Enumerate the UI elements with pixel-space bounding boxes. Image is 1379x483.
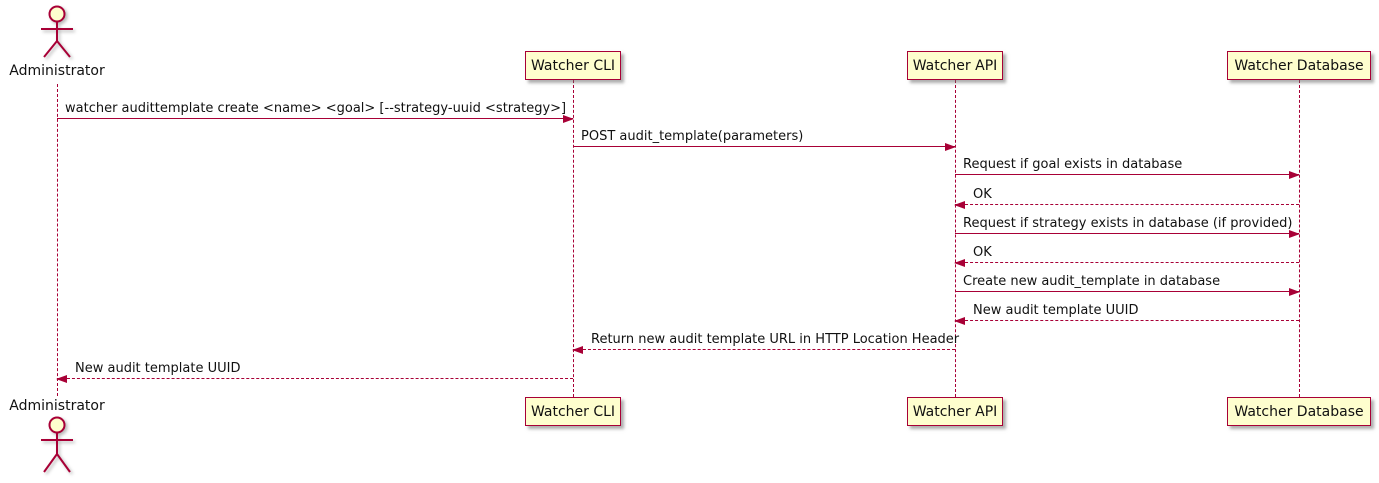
message-label: New audit template UUID [75, 361, 241, 376]
message-label: POST audit_template(parameters) [581, 129, 804, 144]
actor-label: Administrator [9, 398, 105, 414]
message-line [954, 259, 1299, 267]
arrowhead-icon [1289, 230, 1300, 238]
message-post-audit-template: POST audit_template(parameters) [573, 125, 956, 151]
lifeline-watcher-api [955, 80, 956, 397]
arrowhead-icon [1289, 288, 1300, 296]
message-create-audittemplate: watcher audittemplate create <name> <goa… [57, 97, 574, 123]
message-create-audit-template-db: Create new audit_template in database [955, 270, 1300, 296]
participant-watcher-api-top: Watcher API [907, 51, 1003, 80]
message-line [954, 201, 1299, 209]
participant-watcher-cli-top: Watcher CLI [525, 51, 621, 80]
lifeline-watcher-cli [573, 80, 574, 397]
message-ok-strategy: OK [954, 241, 1299, 267]
participant-label: Watcher CLI [530, 57, 616, 74]
actor-administrator-top: Administrator [8, 5, 106, 79]
message-label: Request if strategy exists in database (… [963, 216, 1293, 231]
arrowhead-icon [572, 346, 583, 354]
message-label: Return new audit template URL in HTTP Lo… [591, 332, 960, 347]
lifeline-watcher-database [1299, 80, 1300, 397]
message-ok-goal: OK [954, 183, 1299, 209]
participant-label: Watcher Database [1234, 403, 1364, 420]
arrowhead-icon [945, 143, 956, 151]
message-request-goal-exists: Request if goal exists in database [955, 153, 1300, 179]
message-new-audit-template-uuid-user: New audit template UUID [56, 357, 573, 383]
participant-label: Watcher CLI [530, 403, 616, 420]
participant-label: Watcher API [912, 57, 998, 74]
arrowhead-icon [954, 317, 965, 325]
actor-icon [41, 416, 73, 473]
message-line [56, 375, 573, 383]
message-label: watcher audittemplate create <name> <goa… [65, 101, 567, 116]
participant-watcher-cli-bottom: Watcher CLI [525, 397, 621, 426]
message-label: Create new audit_template in database [963, 274, 1221, 289]
message-label: OK [973, 187, 992, 202]
arrowhead-icon [954, 201, 965, 209]
message-line [572, 346, 955, 354]
message-line [573, 143, 956, 151]
message-line [955, 171, 1300, 179]
actor-label: Administrator [9, 63, 105, 79]
participant-label: Watcher Database [1234, 57, 1364, 74]
arrowhead-icon [56, 375, 67, 383]
message-new-audit-template-uuid-db: New audit template UUID [954, 299, 1299, 325]
arrowhead-icon [563, 115, 574, 123]
arrowhead-icon [1289, 171, 1300, 179]
lifeline-administrator [57, 84, 58, 396]
message-line [955, 288, 1300, 296]
message-line [955, 230, 1300, 238]
message-line [954, 317, 1299, 325]
message-request-strategy-exists: Request if strategy exists in database (… [955, 212, 1300, 238]
arrowhead-icon [954, 259, 965, 267]
actor-icon [41, 5, 73, 58]
message-label: New audit template UUID [973, 303, 1139, 318]
participant-label: Watcher API [912, 403, 998, 420]
message-label: OK [973, 245, 992, 260]
participant-watcher-database-bottom: Watcher Database [1227, 397, 1371, 426]
participant-watcher-database-top: Watcher Database [1227, 51, 1371, 80]
message-line [57, 115, 574, 123]
actor-administrator-bottom: Administrator [8, 398, 106, 478]
message-return-url-location-header: Return new audit template URL in HTTP Lo… [572, 328, 959, 354]
participant-watcher-api-bottom: Watcher API [907, 397, 1003, 426]
message-label: Request if goal exists in database [963, 157, 1183, 172]
